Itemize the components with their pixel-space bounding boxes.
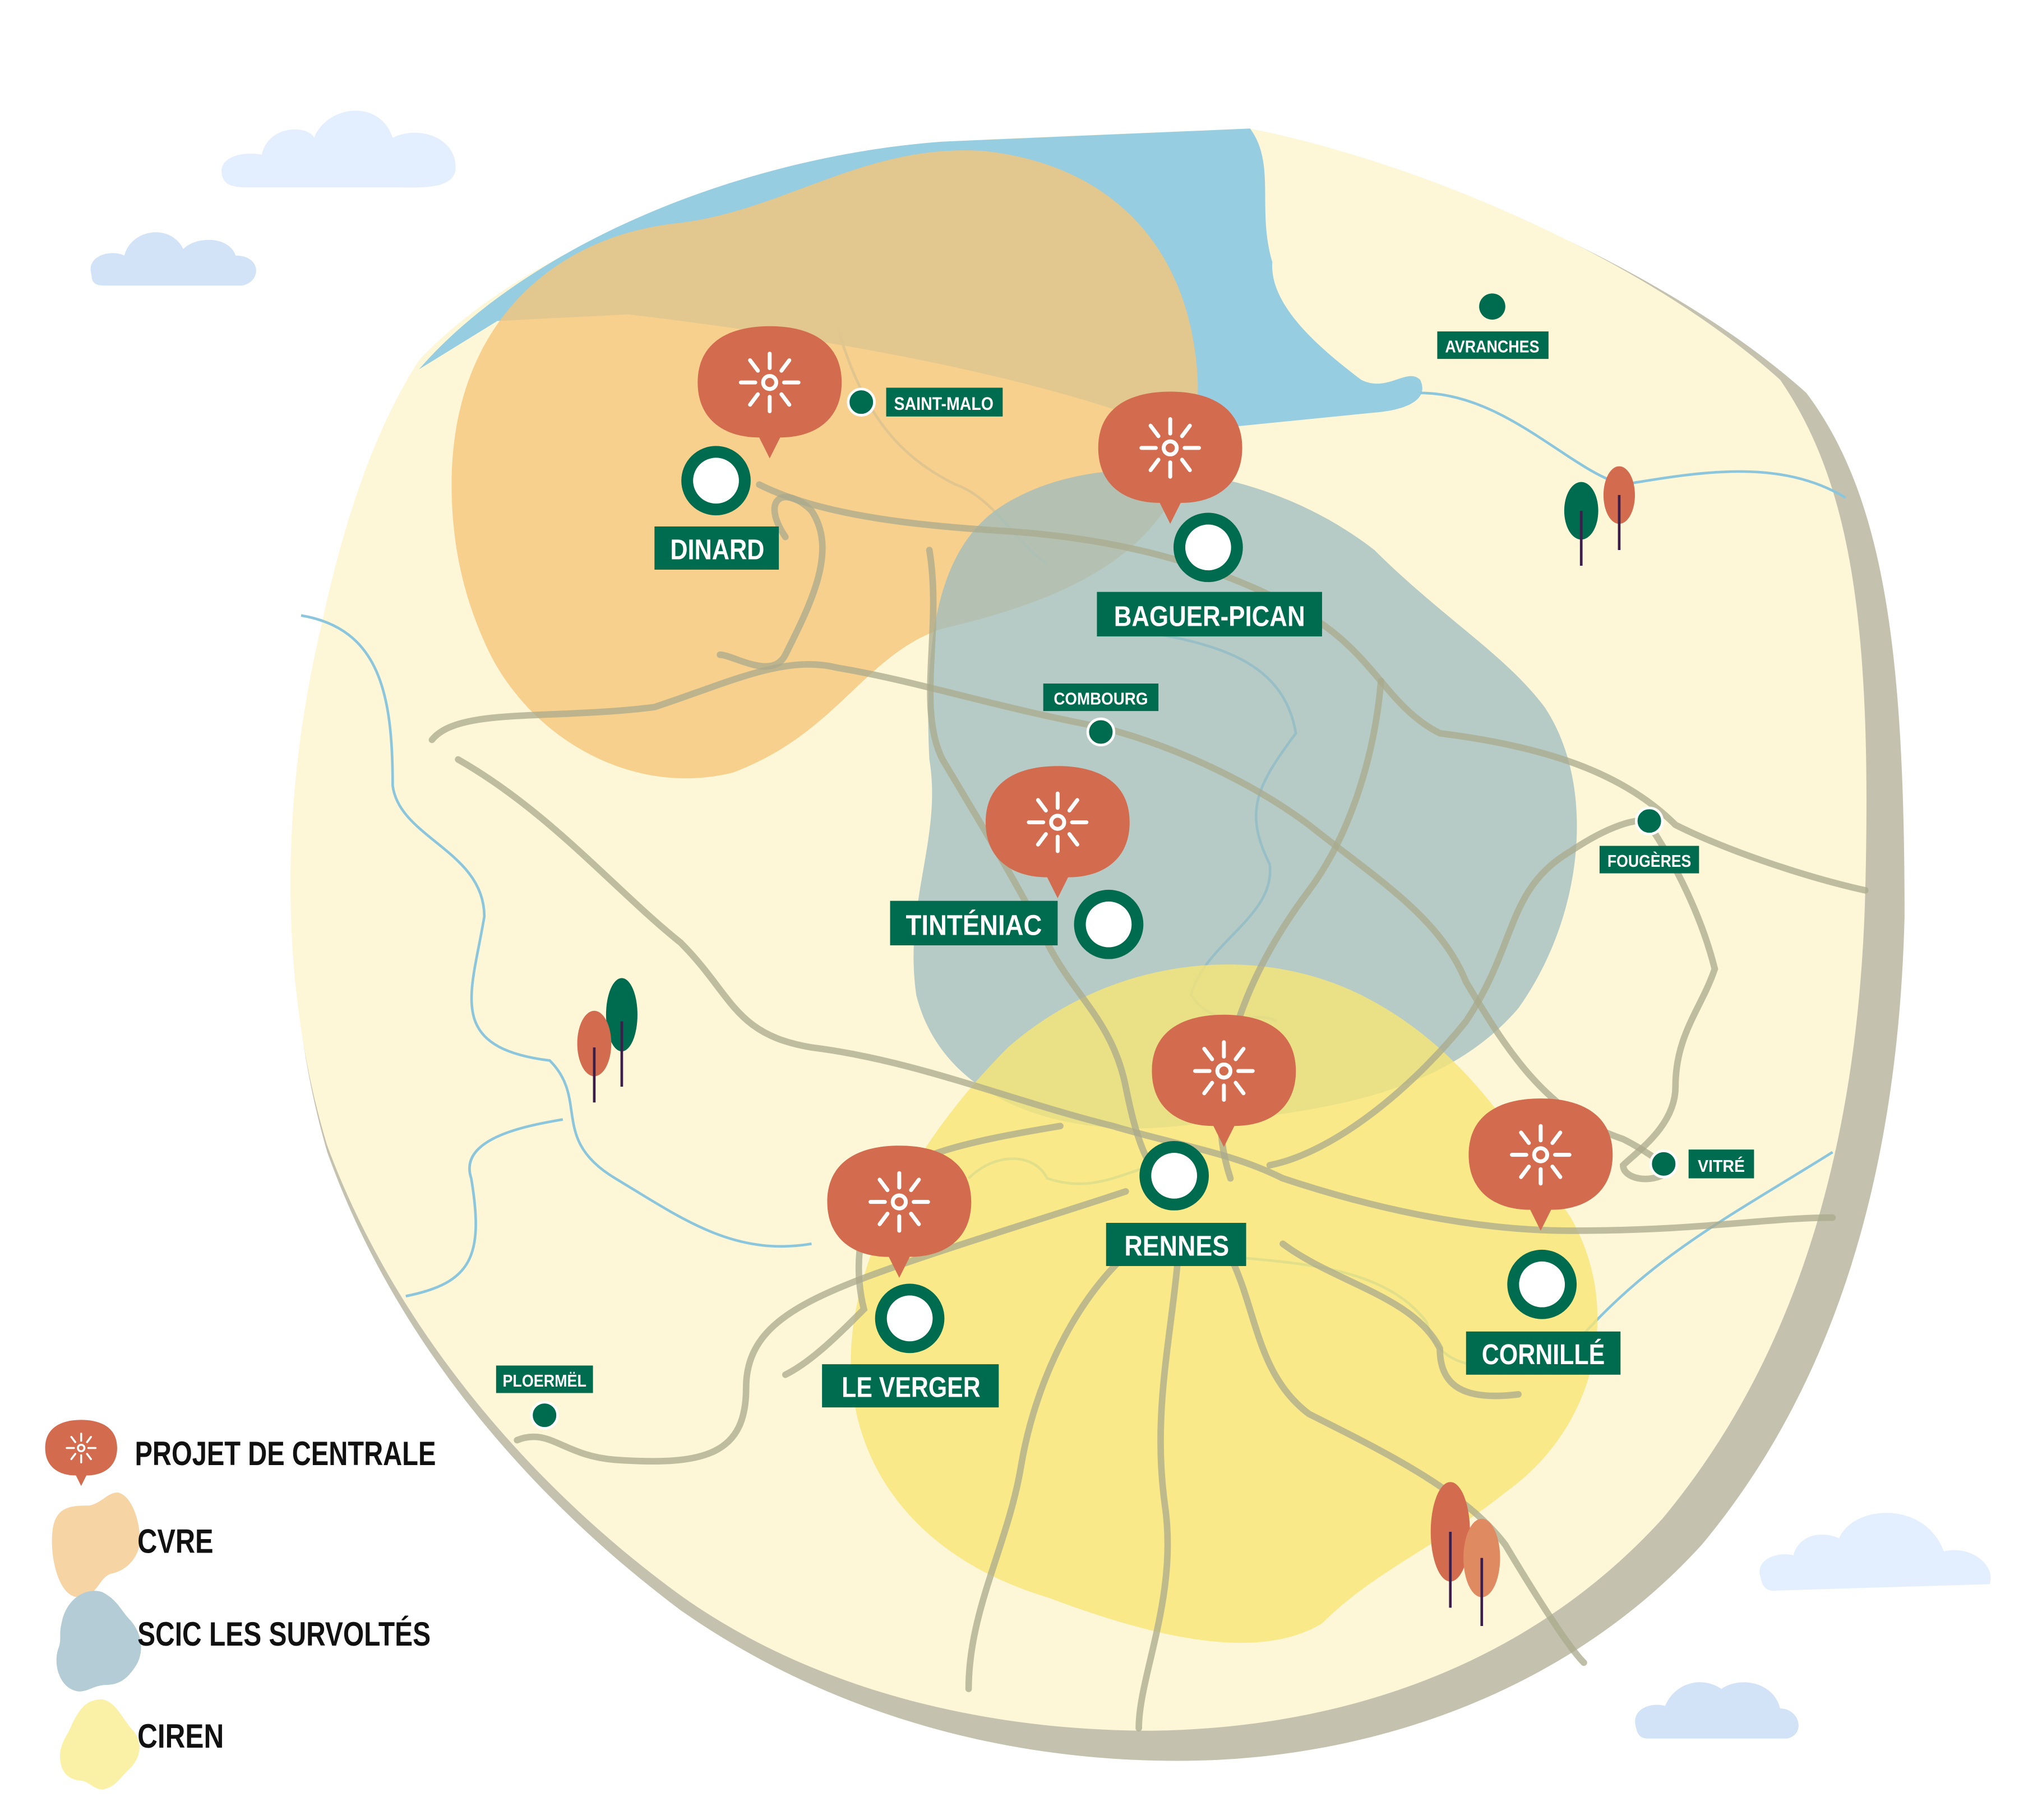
cloud	[90, 232, 256, 286]
town-label: PLOERMËL	[502, 1372, 586, 1391]
town-label: AVRANCHES	[1445, 338, 1539, 356]
project-baguer-pican[interactable]: BAGUER-PICAN	[1097, 391, 1322, 637]
project-rennes[interactable]: RENNES	[1106, 1015, 1296, 1267]
town-label: COMBOURG	[1054, 690, 1148, 708]
town-ploermel[interactable]: PLOERMËL	[496, 1365, 593, 1430]
project-cornille[interactable]: CORNILLÉ	[1466, 1098, 1621, 1375]
legend-item-ciren: CIREN	[59, 1699, 224, 1790]
project-dinard[interactable]: DINARD	[654, 326, 842, 570]
scic-swatch	[56, 1591, 141, 1692]
project-label: LE VERGER	[842, 1371, 980, 1403]
project-tinteniac[interactable]: TINTÉNIAC	[890, 766, 1144, 959]
legend-item-scic: SCIC LES SURVOLTÉS	[56, 1591, 431, 1692]
cloud	[1635, 1682, 1799, 1739]
legend: PROJET DE CENTRALE CVRE SCIC LES SURVOLT…	[45, 1420, 436, 1790]
tree-group	[577, 466, 1635, 1627]
ciren-swatch	[59, 1699, 140, 1790]
cloud	[221, 110, 456, 188]
zone-ciren	[851, 964, 1598, 1643]
legend-item-cvre: CVRE	[52, 1492, 214, 1597]
project-label: BAGUER-PICAN	[1114, 600, 1305, 632]
legend-label: SCIC LES SURVOLTÉS	[137, 1615, 431, 1653]
project-le-verger[interactable]: LE VERGER	[822, 1145, 999, 1408]
town-vitre[interactable]: VITRÉ	[1649, 1149, 1754, 1179]
project-label: CORNILLÉ	[1482, 1338, 1605, 1370]
zone-scic	[913, 469, 1577, 1129]
legend-item-projet: PROJET DE CENTRALE	[45, 1420, 436, 1486]
town-avranches[interactable]: AVRANCHES	[1437, 293, 1549, 359]
town-label: FOUGÈRES	[1607, 852, 1691, 871]
legend-label: CVRE	[137, 1522, 213, 1560]
project-label: TINTÉNIAC	[906, 909, 1042, 941]
town-label: SAINT-MALO	[894, 393, 994, 414]
project-label: RENNES	[1124, 1230, 1229, 1262]
legend-label: CIREN	[137, 1717, 224, 1755]
town-combourg[interactable]: COMBOURG	[1043, 683, 1159, 747]
zone-cvre	[451, 150, 1198, 779]
town-saint-malo[interactable]: SAINT-MALO	[847, 387, 1003, 417]
sun-marker-icon	[45, 1420, 117, 1486]
project-label: DINARD	[670, 533, 764, 565]
town-fougeres[interactable]: FOUGÈRES	[1599, 806, 1699, 874]
legend-label: PROJET DE CENTRALE	[135, 1434, 436, 1472]
cloud	[1759, 1513, 1991, 1591]
cvre-swatch	[52, 1492, 140, 1597]
town-label: VITRÉ	[1698, 1157, 1745, 1176]
